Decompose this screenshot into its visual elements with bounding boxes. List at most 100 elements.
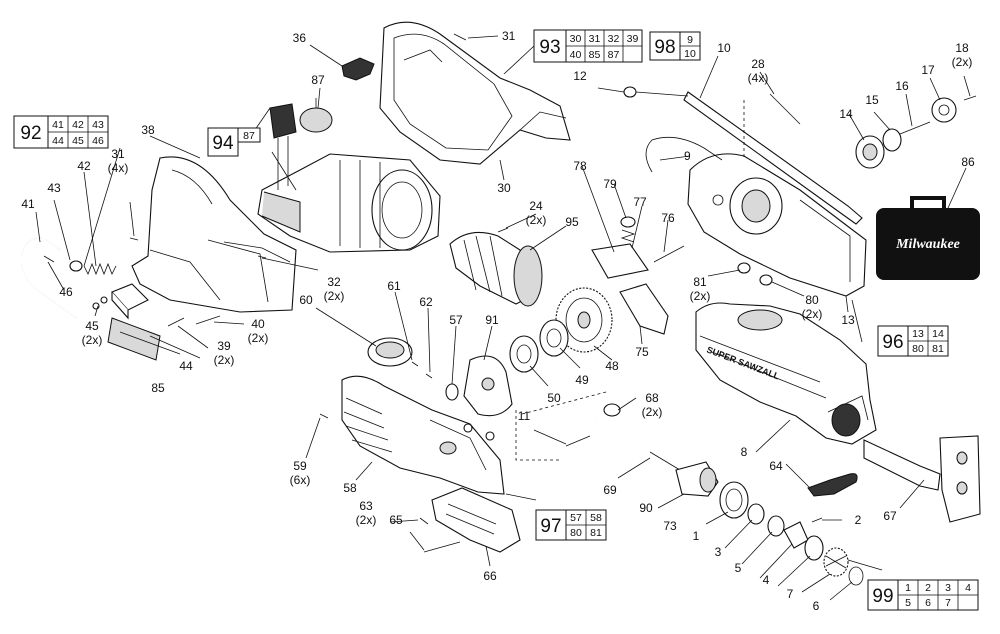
part-90-blade-clamp [675, 461, 719, 497]
part-8-nose-housing [695, 302, 877, 445]
kit-92-item-42: 42 [72, 119, 84, 131]
kit-99: 99 1 2 3 4 5 6 7 [867, 579, 979, 611]
part-9-wire [645, 136, 723, 173]
part-63-screw [419, 517, 429, 525]
callout-38: 38 [141, 123, 155, 137]
part-57-bushing-b [463, 423, 473, 433]
kit-92-item-41: 41 [52, 119, 64, 131]
kit-96-item-13: 13 [912, 328, 924, 340]
leader-lines [35, 35, 971, 601]
callout-59-qty: (6x) [290, 473, 311, 487]
callout-18-qty: (2x) [952, 55, 973, 69]
part-13-gear-housing [687, 153, 867, 297]
part-57-bushing-c [485, 431, 495, 441]
part-49-washer [539, 319, 569, 357]
callout-46: 46 [59, 285, 73, 299]
kit-96-id: 96 [882, 332, 903, 353]
callout-90: 90 [639, 501, 653, 515]
callout-5: 5 [735, 561, 742, 575]
kit-93-item-32: 32 [608, 33, 620, 45]
kit-92-id: 92 [20, 123, 41, 144]
kit-98: 98 9 10 [649, 31, 701, 61]
callout-18: 18 [955, 41, 969, 55]
callout-2: 2 [855, 513, 862, 527]
callout-16: 16 [895, 79, 909, 93]
kit-94-id: 94 [212, 133, 234, 154]
callout-80: 80 [805, 293, 819, 307]
kit-97-item-80: 80 [570, 527, 582, 539]
part-91-cam-plate [463, 355, 513, 417]
kit-93-item-85: 85 [589, 49, 601, 61]
callout-42: 42 [77, 159, 91, 173]
callout-81-qty: (2x) [690, 289, 711, 303]
callout-64: 64 [769, 459, 783, 473]
kit-98-item-9: 9 [687, 34, 693, 46]
callout-77: 77 [633, 195, 647, 209]
callout-91: 91 [485, 313, 499, 327]
part-2-screw [811, 517, 823, 523]
kit-98-item-10: 10 [684, 48, 696, 60]
part-10-rail [683, 91, 863, 225]
callout-80-qty: (2x) [802, 307, 823, 321]
callout-40-qty: (2x) [248, 331, 269, 345]
part-17-plate [931, 97, 957, 123]
callout-67: 67 [883, 509, 897, 523]
part-24-screw [497, 227, 509, 233]
part-69-plunger [594, 415, 694, 477]
callout-68: 68 [645, 391, 659, 405]
kit-93-leader [503, 45, 535, 75]
part-75-bracket [619, 283, 669, 335]
callout-48: 48 [605, 359, 619, 373]
part-12-plug [623, 86, 637, 98]
kit-98-id: 98 [654, 37, 675, 58]
callout-68-qty: (2x) [642, 405, 663, 419]
callout-86: 86 [961, 155, 975, 169]
kit-92-item-46: 46 [92, 135, 104, 147]
kit-99-item-5: 5 [905, 597, 911, 609]
callout-39-qty: (2x) [214, 353, 235, 367]
callout-87: 87 [311, 73, 325, 87]
callout-13: 13 [841, 313, 855, 327]
part-86-carry-case [876, 196, 980, 280]
part-6-retaining-ring [848, 566, 864, 586]
assembly-dash-a [515, 410, 560, 461]
callout-8: 8 [741, 445, 748, 459]
callout-24-qty: (2x) [526, 213, 547, 227]
kit-97-item-58: 58 [590, 512, 602, 524]
part-85-label [107, 317, 161, 361]
kit-92: 92 41 42 43 44 45 46 [13, 115, 109, 149]
part-87-motor-assembly [257, 98, 441, 253]
part-38-handle-housing [131, 156, 297, 313]
part-58-gear-case [341, 375, 505, 495]
callout-32: 32 [327, 275, 341, 289]
kit-92-item-45: 45 [72, 135, 84, 147]
callout-31-top: 31 [502, 29, 516, 43]
kit-97: 97 57 58 80 81 [535, 509, 607, 541]
callout-58: 58 [343, 481, 357, 495]
callout-65: 65 [389, 513, 403, 527]
part-40-screw [195, 315, 221, 325]
callout-45: 45 [85, 319, 99, 333]
kit-99-item-6: 6 [925, 597, 931, 609]
part-44-latch [111, 283, 149, 320]
part-5-sleeve [783, 521, 809, 549]
callout-11: 11 [518, 409, 531, 423]
part-59-screw [319, 413, 329, 419]
part-79-spring [620, 216, 636, 243]
kit-94-item-87: 87 [243, 130, 255, 142]
callout-95: 95 [565, 215, 579, 229]
assembly-dash-b [521, 391, 607, 415]
callout-39: 39 [217, 339, 231, 353]
part-46-pin [43, 255, 55, 263]
callout-28: 28 [751, 57, 765, 71]
part-12-wire [635, 91, 689, 97]
part-16-shaft [899, 121, 931, 135]
kit-93-item-39: 39 [627, 33, 639, 45]
kit-93-item-87: 87 [608, 49, 620, 61]
kit-93-id: 93 [539, 37, 560, 58]
kit-97-id: 97 [540, 516, 561, 537]
callout-59: 59 [293, 459, 307, 473]
callout-41: 41 [21, 197, 35, 211]
callout-10: 10 [717, 41, 731, 55]
callout-85: 85 [151, 381, 165, 395]
